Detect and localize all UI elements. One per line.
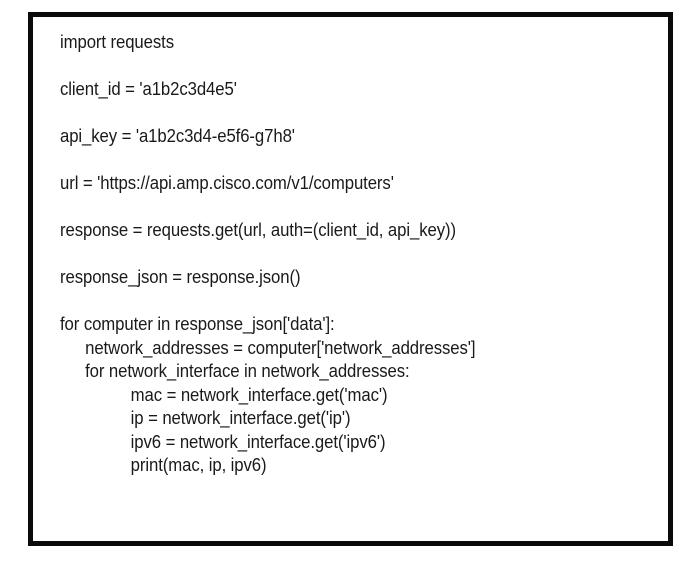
code-line: client_id = 'a1b2c3d4e5' [60,79,237,99]
code-line: mac = network_interface.get('mac') [130,384,388,405]
code-line: response = requests.get(url, auth=(clien… [60,220,456,240]
code-block: import requests client_id = 'a1b2c3d4e5' a… [60,31,662,537]
code-line: response_json = response.json() [60,267,301,287]
code-line: ipv6 = network_interface.get('ipv6') [130,431,386,452]
code-line: url = 'https://api.amp.cisco.com/v1/comp… [60,173,394,193]
code-line: api_key = 'a1b2c3d4-e5f6-g7h8' [60,126,295,146]
code-line: print(mac, ip, ipv6) [130,455,267,475]
code-line: for network_interface in network_address… [85,361,410,381]
code-snippet-card: import requests client_id = 'a1b2c3d4e5' a… [28,12,673,546]
code-line: ip = network_interface.get('ip') [130,408,351,428]
code-line: import requests [60,32,174,52]
code-line: for computer in response_json['data']: [60,314,335,334]
code-line: network_addresses = computer['network_ad… [85,337,476,358]
